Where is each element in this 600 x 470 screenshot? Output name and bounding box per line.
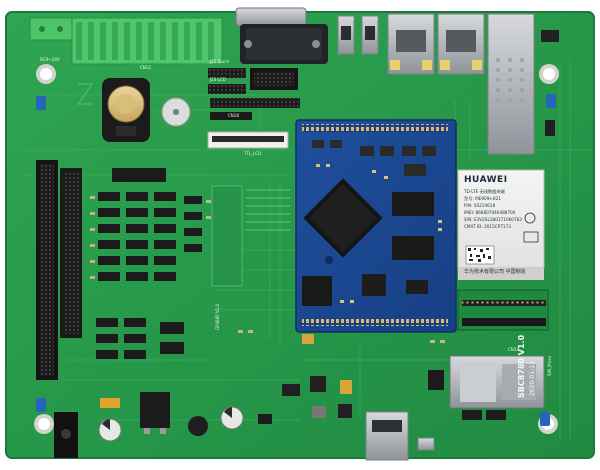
pin-headers-top: [207, 68, 300, 149]
lte-line-5: S/N: E3V2SL1B0171060783: [464, 217, 522, 222]
rtc-battery: [102, 78, 150, 142]
jumpers: [36, 94, 556, 426]
terminal-block: [29, 17, 223, 65]
cn34-label: CN34: [508, 347, 519, 352]
touch-header-label: J22 Touch: [210, 59, 230, 64]
lcd-fpc-connector: [211, 185, 290, 287]
idc-header-left: [36, 160, 82, 380]
db9-connector: [235, 7, 328, 64]
lte-maker: 华为技术有限公司 中国制造: [464, 269, 526, 275]
dc-jack: [54, 412, 78, 458]
sim-socket: [449, 355, 545, 420]
buzzer: [161, 97, 191, 127]
lte-line-2: 型号: ME909s-821: [464, 196, 502, 201]
lte-line-3: P/N: 50210618: [464, 203, 496, 208]
gp-board-label: GP4085 V1.0: [215, 303, 220, 330]
board-logo-z: [76, 83, 94, 105]
lte-line-1: TD-LTE 无线数据终端: [464, 189, 505, 194]
opto-chip-array: [96, 168, 202, 359]
board-name: SBC8780 V1.0: [517, 334, 526, 398]
sfp-cage: [487, 13, 535, 155]
lte-module: [457, 169, 545, 280]
usb-ports-top: [337, 15, 379, 55]
power-components: [100, 370, 444, 436]
cn12-label: CN12: [140, 65, 151, 70]
lte-line-4: IMEI: 868807040488700: [464, 210, 516, 215]
lcd-header-label: J23 LCD: [210, 77, 226, 82]
minipcie-slot: [457, 289, 549, 331]
micro-usb-port: [417, 437, 435, 451]
electrolytic-capacitors: [98, 406, 244, 442]
switch-and-misc: [302, 30, 559, 344]
sim-label: SIM_Micro: [547, 356, 552, 376]
cn18-label: CN18: [228, 113, 239, 118]
ttl-lcd-label: TTL_LCD: [244, 151, 262, 156]
lte-brand: HUAWEI: [464, 175, 508, 185]
ethernet-ports: [387, 13, 485, 75]
smd-passives: [90, 196, 445, 343]
usb-a-port: [365, 411, 409, 461]
dc-input-label: DC9~24V: [40, 57, 60, 62]
core-module: [295, 119, 457, 333]
board-revision: 2020-01-13: [529, 361, 536, 396]
lte-line-6: CMIIT ID: 2015CP7173: [464, 224, 511, 229]
